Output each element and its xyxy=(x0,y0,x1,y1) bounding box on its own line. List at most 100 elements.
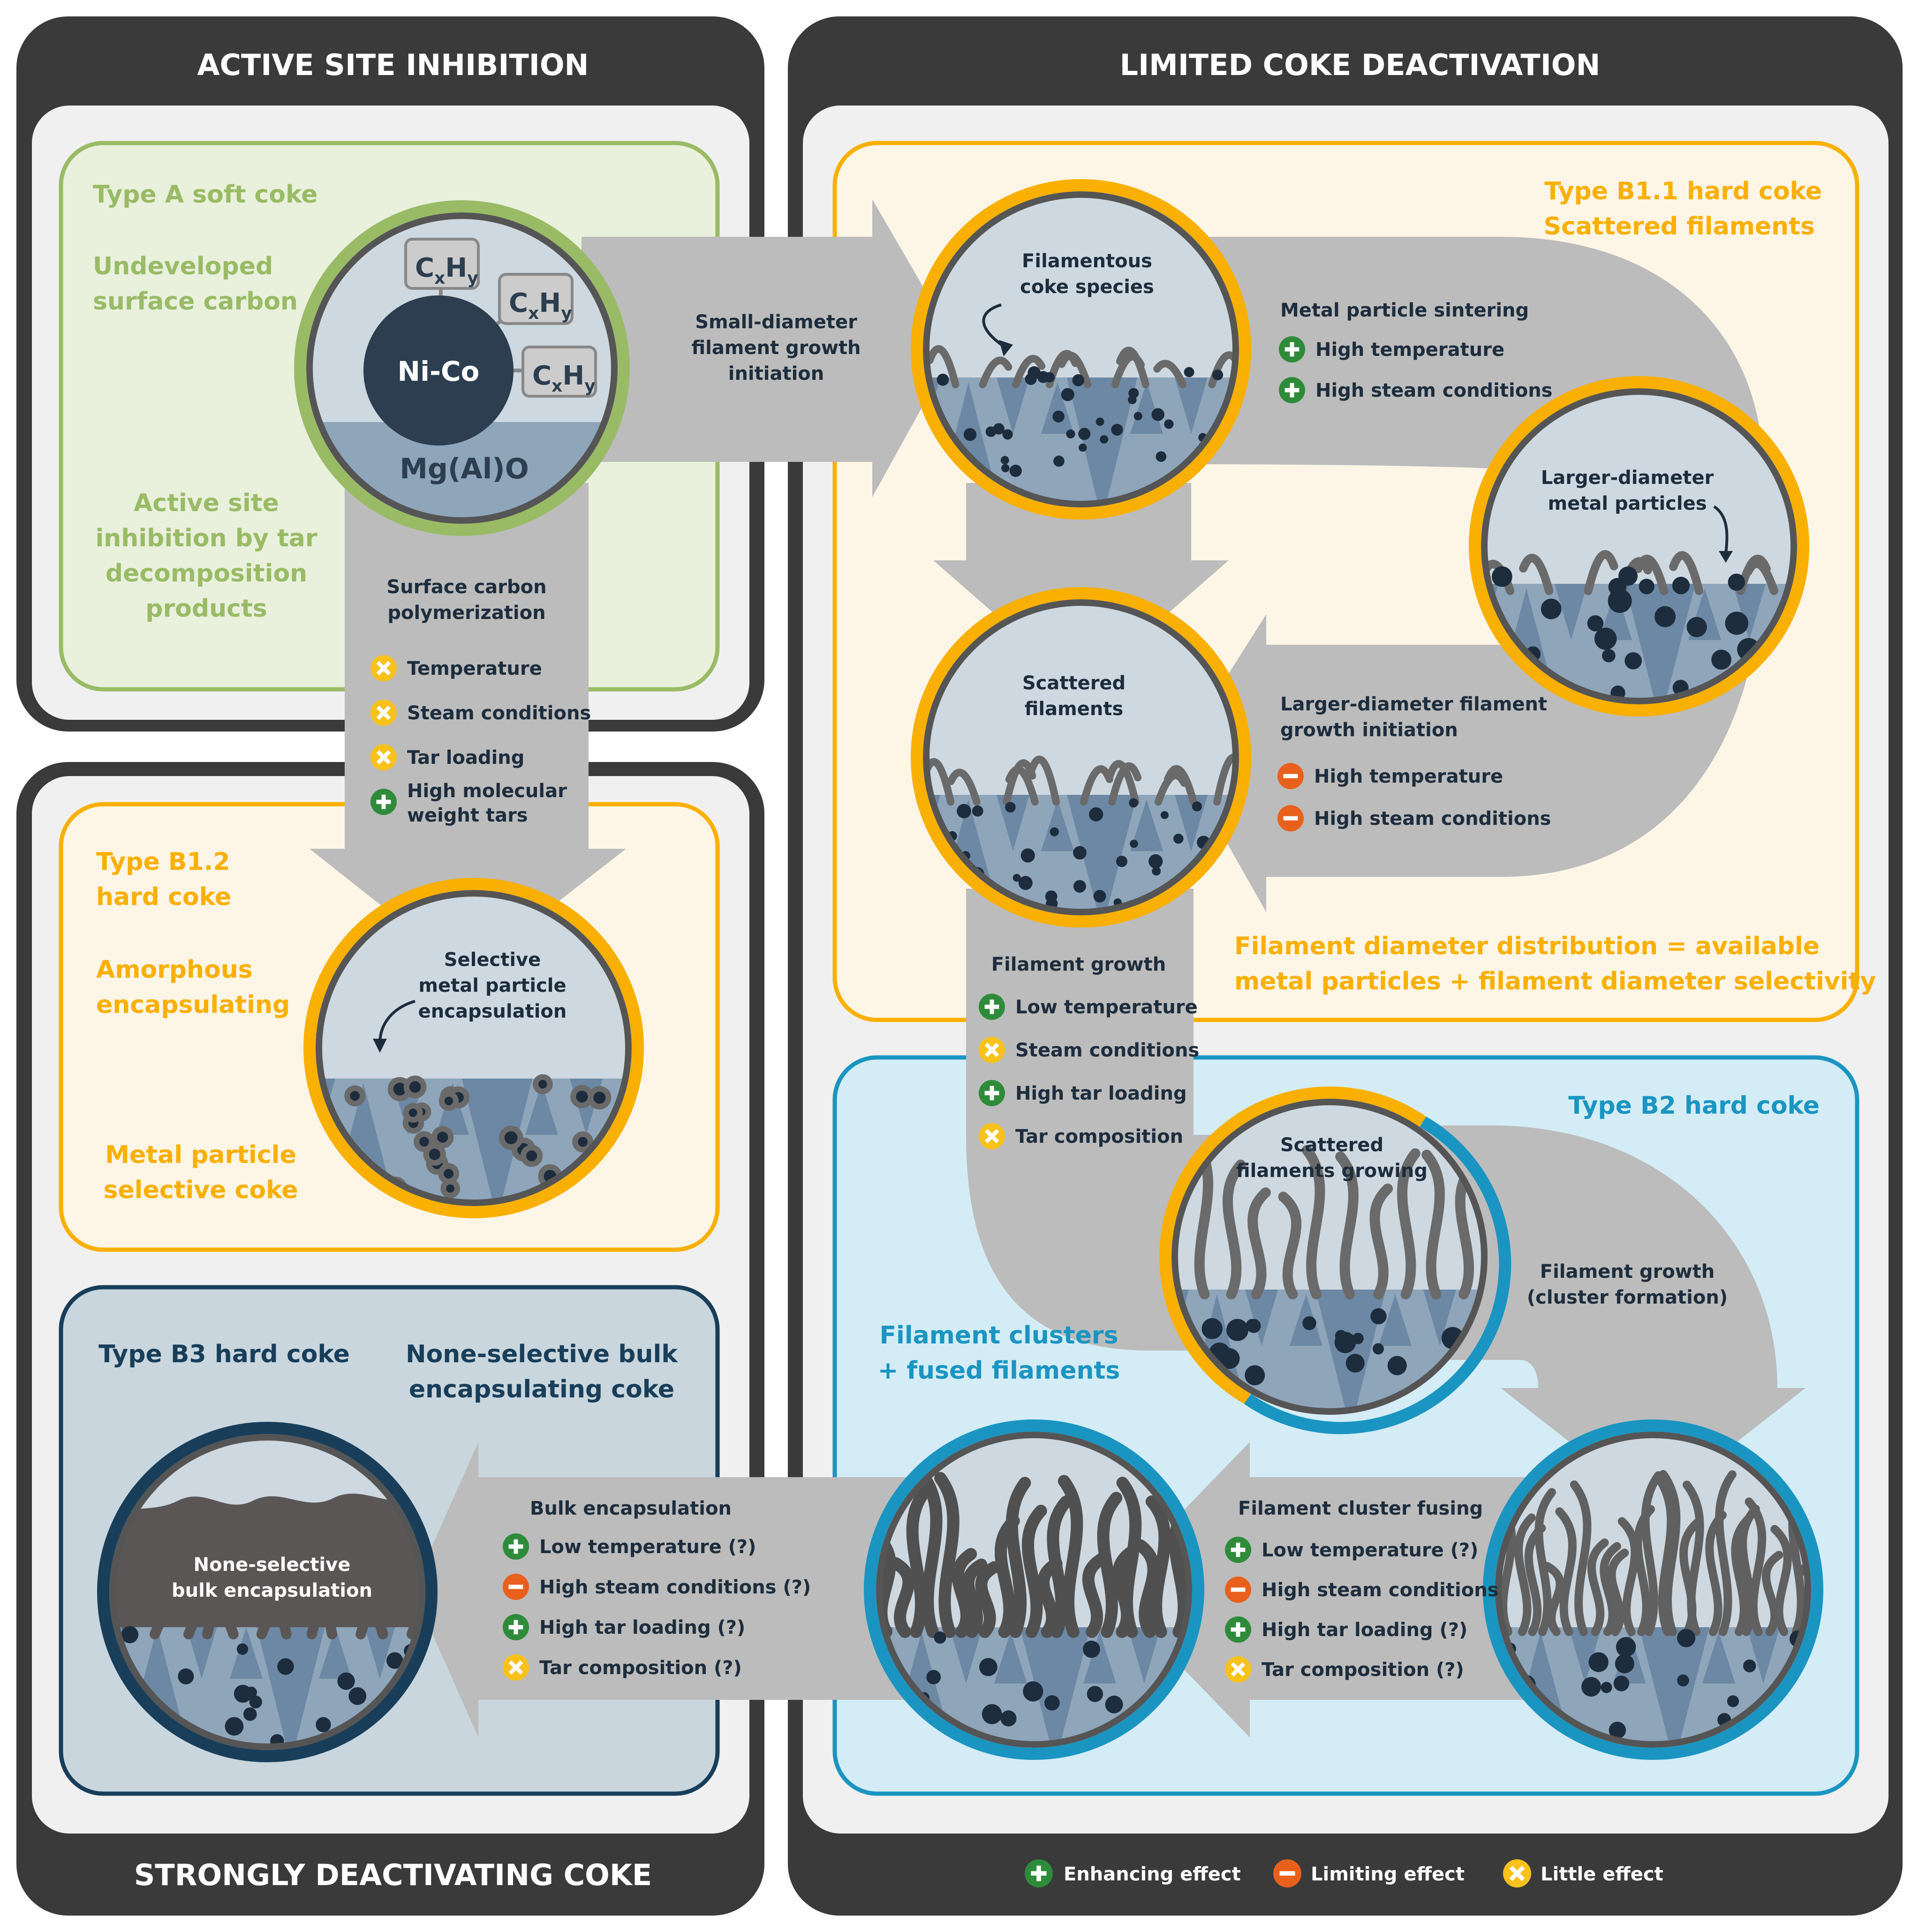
plus-icon xyxy=(979,1080,1005,1106)
legend-little: Little effect xyxy=(1541,1864,1663,1885)
small-diameter-1: Small-diameter xyxy=(695,311,857,333)
factor-item: Low temperature (?) xyxy=(1225,1537,1478,1563)
circle-filamentous-coke: Filamentous coke species xyxy=(911,179,1251,520)
circle-larger-particles: Larger-diameter metal particles xyxy=(1469,376,1809,717)
factor-item: Tar composition xyxy=(979,1123,1183,1149)
factor-item: High steam conditions xyxy=(1225,1577,1499,1603)
process-labels: Small-diameter filament growth initiatio… xyxy=(386,300,1728,1519)
arrow-larger-initiation xyxy=(1177,544,1763,912)
growing-label-2: filaments growing xyxy=(1236,1160,1428,1182)
circle-filaments-growing: Scattered filaments growing xyxy=(1159,1086,1511,1434)
factor-text: Low temperature (?) xyxy=(539,1536,756,1558)
factor-text: High molecular xyxy=(407,780,567,802)
type-a-subtitle-1: Undeveloped xyxy=(93,252,273,280)
type-a-labels: Type A soft coke Undeveloped surface car… xyxy=(93,181,317,623)
factor-text: Tar composition xyxy=(1015,1126,1183,1147)
type-b12-subtitle-1: Amorphous xyxy=(96,956,253,984)
larger-initiation-title-1: Larger-diameter filament xyxy=(1280,694,1547,715)
type-a-subtitle-2: surface carbon xyxy=(93,287,298,316)
factor-item: Low temperature xyxy=(979,994,1198,1020)
minus-icon xyxy=(1277,763,1304,789)
cluster-fusing-title: Filament cluster fusing xyxy=(1238,1498,1483,1519)
type-b11-title-2: Scattered filaments xyxy=(1544,212,1815,241)
factor-text: High tar loading (?) xyxy=(539,1617,745,1638)
cxhy-c: C xyxy=(415,253,434,283)
plus-icon xyxy=(370,789,397,815)
factor-text: High temperature xyxy=(1314,766,1503,787)
cxhy-box-1: CxHy xyxy=(404,238,480,295)
factor-item: High steam conditions xyxy=(1277,805,1551,831)
factor-text: High steam conditions (?) xyxy=(539,1577,811,1598)
factor-text: High steam conditions xyxy=(1315,380,1553,401)
factor-item: High temperature xyxy=(1277,763,1503,789)
type-a-desc-2: inhibition by tar xyxy=(95,524,317,552)
plus-icon xyxy=(1279,377,1305,403)
minus-icon xyxy=(1273,1859,1301,1887)
factor-item: High steam conditions xyxy=(1279,377,1553,403)
larger-label-2: metal particles xyxy=(1548,493,1707,514)
type-b12-title-1: Type B1.2 xyxy=(96,848,230,876)
plus-icon xyxy=(503,1533,529,1560)
minus-icon xyxy=(503,1574,529,1600)
factor-text: Temperature xyxy=(407,658,542,679)
larger-label-1: Larger-diameter xyxy=(1541,467,1714,489)
sintering-title: Metal particle sintering xyxy=(1280,300,1529,321)
plus-icon xyxy=(503,1614,529,1640)
circle-selective-encapsulation: Selective metal particle encapsulation xyxy=(303,878,644,1218)
type-a-desc-4: products xyxy=(145,595,267,623)
type-b12-desc-2: selective coke xyxy=(103,1176,298,1204)
filament-growth-title: Filament growth xyxy=(991,954,1166,975)
arrow-small-diameter xyxy=(582,199,957,497)
filamentous-label-2: coke species xyxy=(1020,276,1154,298)
type-b2-clusters-1: Filament clusters xyxy=(879,1321,1118,1350)
selective-label-2: metal particle xyxy=(418,975,566,996)
type-b2-clusters-2: + fused filaments xyxy=(878,1357,1120,1385)
factor-item: Steam conditions xyxy=(979,1037,1199,1063)
type-b2-labels: Type B2 hard coke Filament clusters + fu… xyxy=(878,1092,1820,1385)
plus-icon xyxy=(979,994,1005,1020)
x-icon xyxy=(370,655,397,681)
type-b3-subtitle-1: None-selective bulk xyxy=(406,1340,678,1368)
cxhy-box-2: CxHy xyxy=(496,273,574,325)
factor-text: Low temperature xyxy=(1015,996,1198,1018)
factor-item: High temperature xyxy=(1279,336,1504,362)
cluster-growth-2: (cluster formation) xyxy=(1527,1287,1728,1308)
selective-label-1: Selective xyxy=(444,949,541,971)
scattered-label-2: filaments xyxy=(1025,698,1124,720)
factor-text-line-2: weight tars xyxy=(407,805,528,826)
factor-text: High temperature xyxy=(1315,339,1504,361)
factor-text: High tar loading (?) xyxy=(1262,1619,1467,1641)
legend: Enhancing effect Limiting effect Little … xyxy=(1025,1859,1663,1887)
small-diameter-2: filament growth xyxy=(691,337,861,359)
factor-item: Low temperature (?) xyxy=(503,1533,756,1560)
scattered-label-1: Scattered xyxy=(1022,672,1126,694)
factor-text: Steam conditions xyxy=(1015,1040,1199,1061)
x-icon xyxy=(370,744,397,770)
type-b12-title-2: hard coke xyxy=(96,883,231,911)
type-b11-title-1: Type B1.1 hard coke xyxy=(1544,177,1822,205)
svg-text:CxHy: CxHy xyxy=(532,361,596,396)
selective-pointer-arrow xyxy=(378,1000,416,1044)
arrow-polymerization xyxy=(310,483,626,973)
section-title-active-site: ACTIVE SITE INHIBITION xyxy=(197,48,589,82)
factor-text: High steam conditions xyxy=(1262,1579,1499,1601)
type-b3-title: Type B3 hard coke xyxy=(98,1340,350,1368)
arrow-scattered-down xyxy=(933,483,1229,689)
factor-item: Steam conditions xyxy=(370,700,591,726)
factor-text: High steam conditions xyxy=(1314,808,1551,830)
larger-pointer-arrow xyxy=(1713,505,1729,554)
type-b12-subtitle-2: encapsulating xyxy=(96,991,290,1019)
plus-icon xyxy=(1225,1537,1251,1563)
circle-filament-clusters xyxy=(1483,1419,1823,1760)
factor-item: High steam conditions (?) xyxy=(503,1574,811,1600)
factor-item: High tar loading xyxy=(979,1080,1187,1106)
factor-item: High tar loading (?) xyxy=(1225,1616,1467,1643)
type-a-desc-1: Active site xyxy=(134,489,279,517)
legend-enhancing: Enhancing effect xyxy=(1064,1864,1241,1885)
filamentous-pointer-arrow xyxy=(982,303,1009,351)
factor-text: Steam conditions xyxy=(407,702,591,724)
cluster-growth-1: Filament growth xyxy=(1540,1261,1715,1283)
x-icon xyxy=(979,1037,1005,1063)
x-icon xyxy=(370,700,397,726)
